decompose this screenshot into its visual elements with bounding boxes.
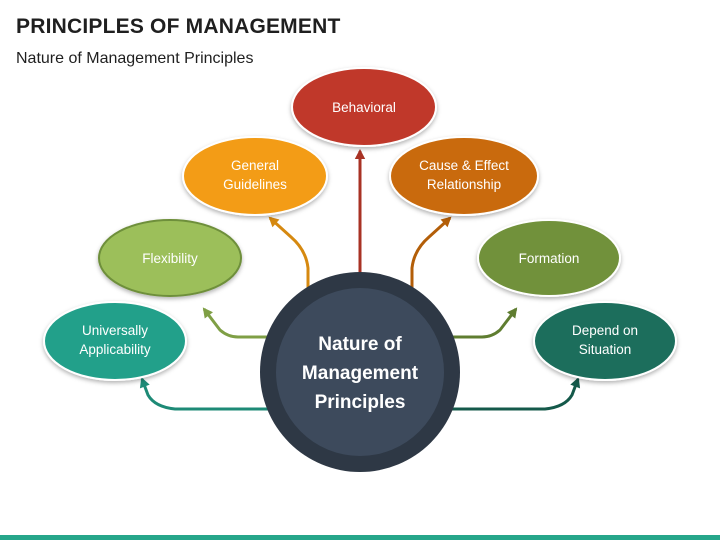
arrowhead-flexibility (202, 307, 213, 319)
center-node-label-2: Management (302, 363, 419, 384)
arrowhead-formation (507, 307, 518, 319)
node-depend-on-situation-label: Depend on (572, 323, 638, 338)
bottom-accent-bar (0, 535, 720, 540)
center-node: Nature of Management Principles (260, 272, 460, 472)
arrowhead-general-guidelines (268, 216, 280, 228)
arrowhead-cause-effect (440, 216, 452, 228)
node-depend-on-situation-label-2: Situation (579, 342, 632, 357)
arrowhead-universally-applicability (139, 377, 150, 389)
center-node-core (276, 288, 444, 456)
node-flexibility: Flexibility (98, 219, 242, 297)
node-behavioral-shape (291, 67, 437, 147)
node-cause-effect-label-2: Relationship (427, 177, 501, 192)
center-node-label-3: Principles (315, 392, 406, 413)
arrowhead-behavioral (354, 149, 366, 159)
arrow-flexibility (202, 308, 270, 339)
node-general-guidelines-label: General (231, 158, 279, 173)
node-universally-applicability-shape (43, 301, 187, 381)
center-node-label-1: Nature of (318, 334, 402, 355)
node-formation-shape (477, 219, 621, 297)
node-behavioral-label: Behavioral (332, 100, 396, 115)
node-formation-label: Formation (519, 251, 580, 266)
page-subtitle: Nature of Management Principles (16, 50, 254, 67)
node-depend-on-situation-shape (533, 301, 677, 381)
node-depend-on-situation: Depend on Situation (533, 301, 677, 381)
node-formation: Formation (477, 219, 621, 297)
node-cause-effect-label: Cause & Effect (419, 158, 509, 173)
arrowhead-depend-on-situation (570, 377, 581, 389)
node-cause-effect-shape (389, 136, 539, 216)
node-universally-applicability: Universally Applicability (43, 301, 187, 381)
arrow-formation (450, 308, 518, 339)
node-flexibility-shape (98, 219, 242, 297)
arrow-cause-effect (410, 216, 452, 290)
page-title: PRINCIPLES OF MANAGEMENT (16, 15, 341, 38)
arrow-depend-on-situation (452, 378, 580, 411)
connectors (139, 149, 581, 411)
arrow-universally-applicability (140, 378, 268, 411)
node-universally-applicability-label-2: Applicability (79, 342, 151, 357)
node-cause-effect: Cause & Effect Relationship (389, 136, 539, 216)
node-behavioral: Behavioral (291, 67, 437, 147)
node-flexibility-label: Flexibility (142, 251, 198, 266)
arrow-general-guidelines (268, 216, 310, 290)
node-general-guidelines-shape (182, 136, 328, 216)
node-general-guidelines-label-2: Guidelines (223, 177, 287, 192)
node-general-guidelines: General Guidelines (182, 136, 328, 216)
node-universally-applicability-label: Universally (82, 323, 148, 338)
